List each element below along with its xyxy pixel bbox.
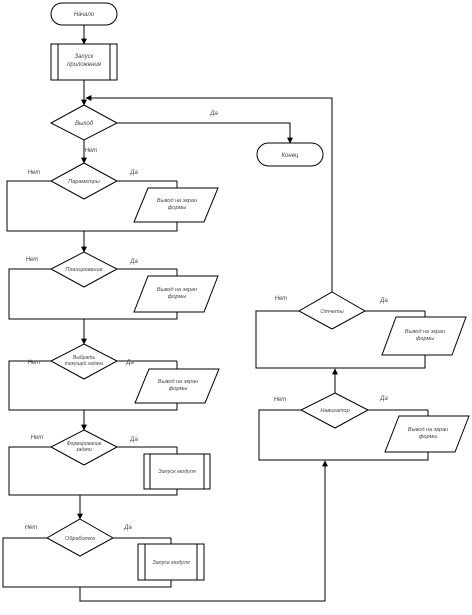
processing-module-label: Запуск модуля [152,560,190,566]
form-task-decision: Формирование задачи [49,429,119,466]
navigator-output-label: Вывод на экран формы [407,426,449,440]
reports-output-label: Вывод на экран формы [404,328,446,342]
reports-no-label: Нет [275,296,288,302]
start-label: Начало [74,12,95,18]
end-terminator: Конец [256,142,324,167]
parameters-no-label: Нет [28,170,41,176]
planning-no-label: Нет [26,257,39,263]
select-group-label: Выбрать текущей задачи [64,354,104,367]
select-group-yes-label: Да [125,360,134,366]
select-group-output-label: Вывод на экран формы [157,378,199,392]
launch-app-label: Запуск приложения [67,54,101,68]
planning-yes-label: Да [129,259,138,265]
end-label: Конец [282,153,300,159]
exit-no-label: Нет [85,148,98,154]
parameters-output: Вывод на экран формы [133,187,219,223]
reports-decision: Отчеты [297,291,367,330]
processing-label: Обработка [65,536,95,542]
start-terminator: Начало [50,2,118,26]
launch-app-process: Запуск приложения [50,43,118,81]
navigator-yes-label: Да [379,396,388,402]
planning-output-label: Вывод на экран формы [156,286,198,300]
select-group-no-label: Нет [28,360,41,366]
navigator-label: Навигатор [320,408,349,414]
select-group-decision: Выбрать текущей задачи [49,343,119,380]
processing-yes-label: Да [123,525,132,531]
form-task-yes-label: Да [129,437,138,443]
form-task-label: Формирование задачи [66,440,102,453]
parameters-label: Параметры [68,179,100,185]
navigator-output: Вывод на экран формы [384,415,470,453]
planning-output: Вывод на экран формы [133,275,219,313]
planning-label: Планирование [65,267,102,273]
form-task-module: Запуск модуля [143,453,211,490]
reports-yes-label: Да [379,298,388,304]
connectors [2,25,429,602]
exit-label: Выход [75,121,94,127]
processing-decision: Обработка [45,518,115,557]
navigator-decision: Навигатор [299,392,370,429]
parameters-yes-label: Да [129,170,138,176]
reports-label: Отчеты [320,309,343,315]
exit-yes-label: Да [209,111,218,117]
form-task-no-label: Нет [31,435,44,441]
navigator-no-label: Нет [274,397,287,403]
parameters-decision: Параметры [49,162,119,200]
select-group-output: Вывод на экран формы [134,368,220,404]
planning-decision: Планирование [49,251,119,288]
exit-decision: Выход [49,104,119,141]
processing-no-label: Нет [25,525,38,531]
reports-output: Вывод на экран формы [381,316,467,356]
processing-module: Запуск модуля [137,543,205,581]
form-task-module-label: Запуск модуля [158,469,196,475]
parameters-output-label: Вывод на экран формы [156,197,198,211]
